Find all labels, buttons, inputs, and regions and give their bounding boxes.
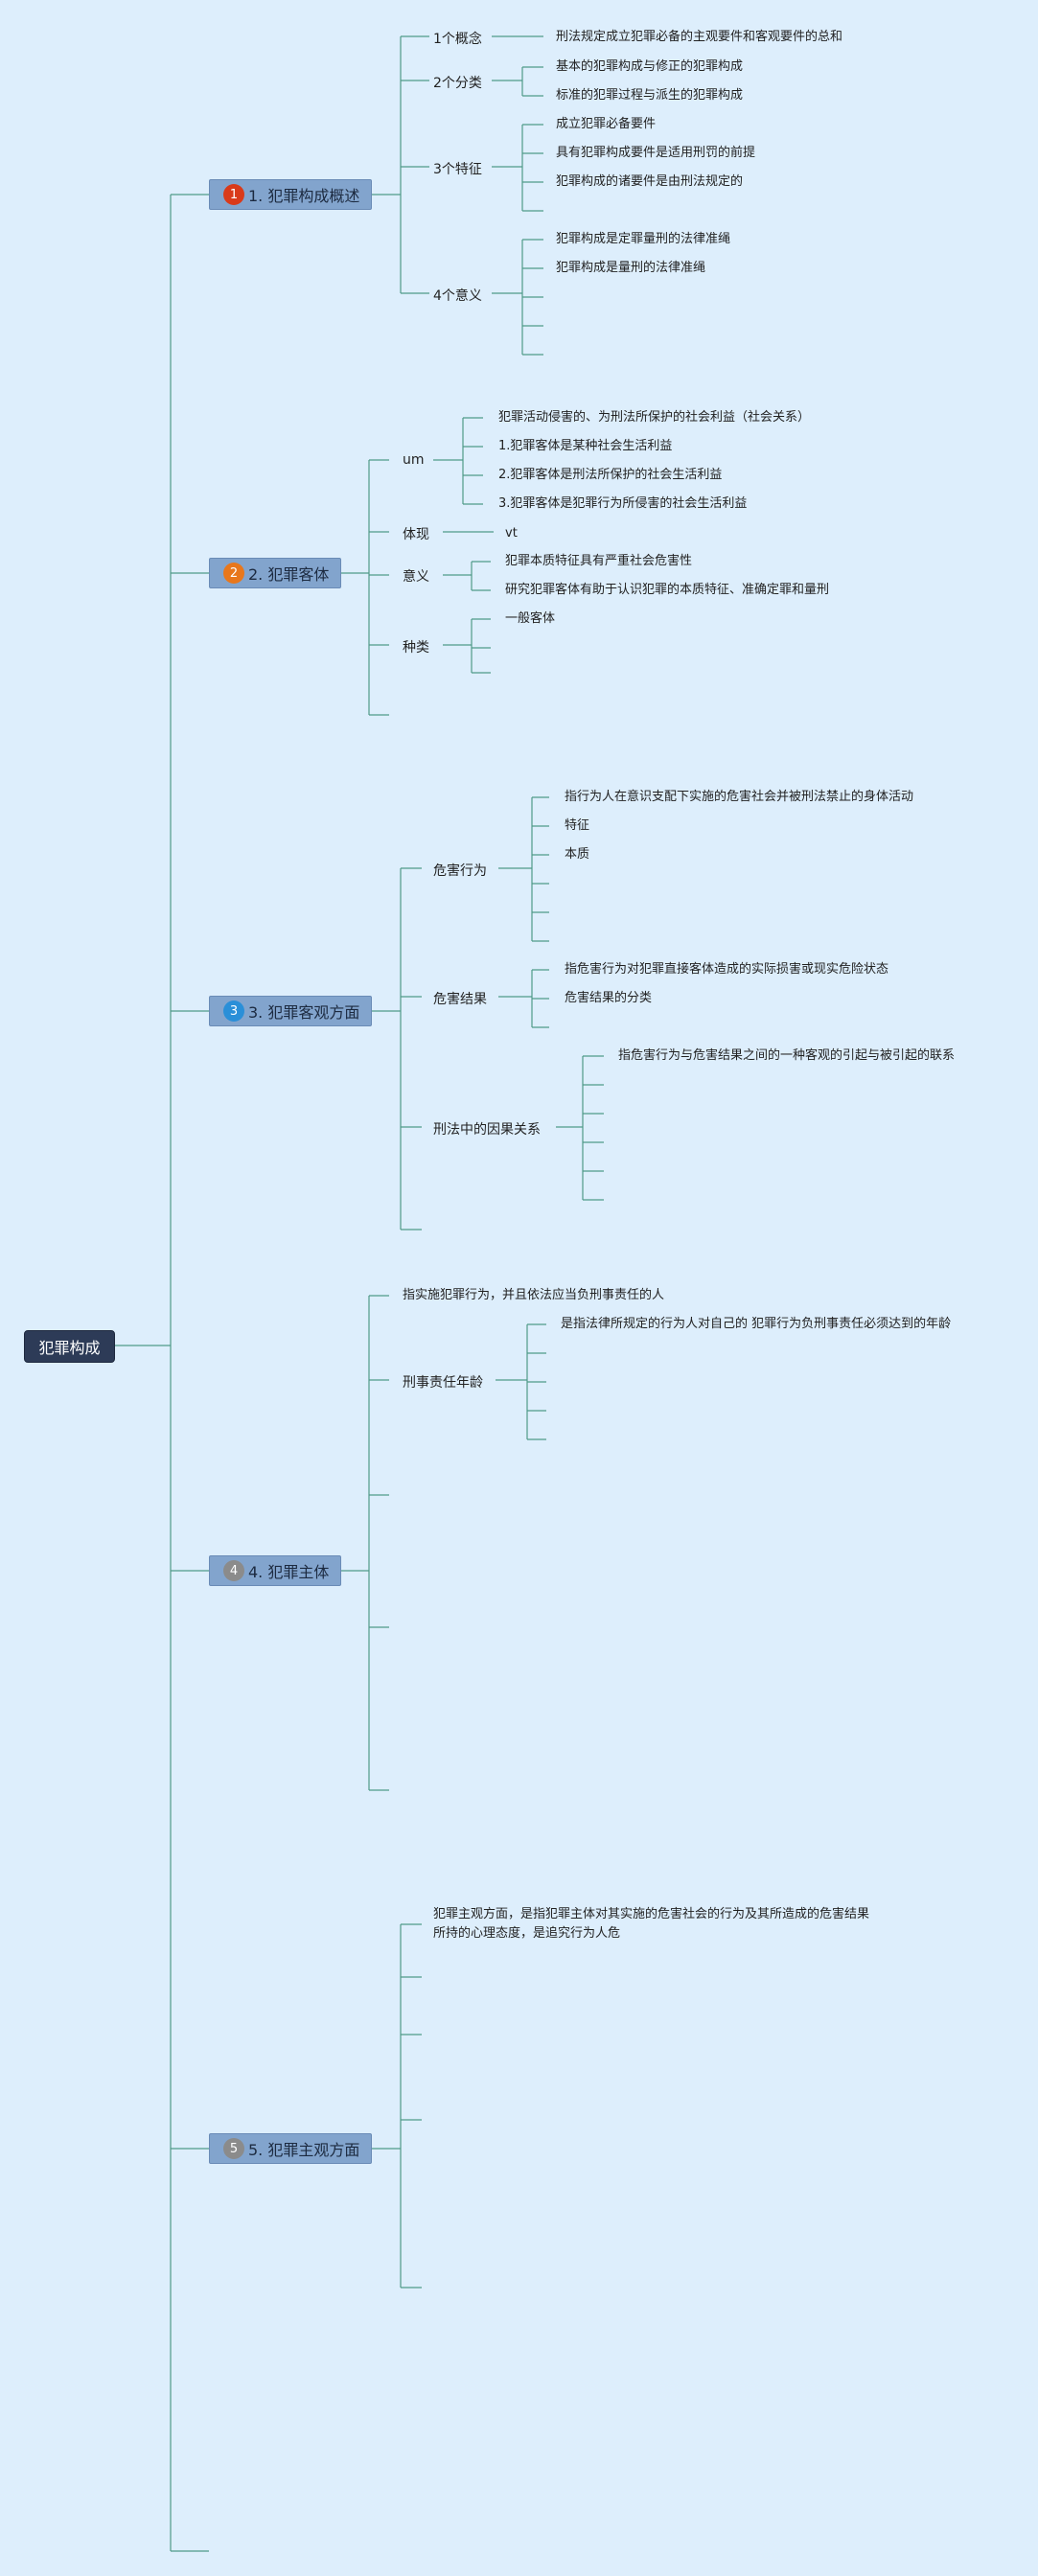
number-3-icon: 3 bbox=[223, 1000, 244, 1022]
category-item[interactable]: 基本的犯罪构成与修正的犯罪构成 bbox=[556, 59, 744, 74]
concept-text[interactable]: 刑法规定成立犯罪必备的主观要件和客观要件的总和 bbox=[556, 30, 843, 44]
number-5-icon: 5 bbox=[223, 2138, 244, 2159]
result-label[interactable]: 危害结果 bbox=[433, 992, 487, 1007]
branch-label: 3. 犯罪客观方面 bbox=[248, 1003, 360, 1022]
age-label[interactable]: 刑事责任年龄 bbox=[403, 1375, 483, 1391]
act-label[interactable]: 危害行为 bbox=[433, 863, 487, 879]
branch-objective[interactable]: 3 3. 犯罪客观方面 bbox=[209, 996, 372, 1026]
um-item[interactable]: 2.犯罪客体是刑法所保护的社会生活利益 bbox=[498, 468, 723, 482]
number-4-icon: 4 bbox=[223, 1560, 244, 1581]
um-item[interactable]: 犯罪活动侵害的、为刑法所保护的社会利益（社会关系） bbox=[498, 410, 811, 425]
feature-item[interactable]: 成立犯罪必备要件 bbox=[556, 117, 657, 131]
act-item[interactable]: 指行为人在意识支配下实施的危害社会并被刑法禁止的身体活动 bbox=[565, 790, 914, 804]
branch-label: 4. 犯罪主体 bbox=[248, 1563, 330, 1581]
subjective-definition[interactable]: 犯罪主观方面，是指犯罪主体对其实施的危害社会的行为及其所造成的危害结果 bbox=[433, 1907, 870, 1921]
causal-label[interactable]: 刑法中的因果关系 bbox=[433, 1122, 541, 1138]
feature-item[interactable]: 犯罪构成的诸要件是由刑法规定的 bbox=[556, 174, 744, 189]
causal-item[interactable]: 指危害行为与危害结果之间的一种客观的引起与被引起的联系 bbox=[618, 1048, 956, 1063]
result-item[interactable]: 危害结果的分类 bbox=[565, 991, 653, 1005]
act-item[interactable]: 本质 bbox=[565, 847, 590, 862]
zhonglei-label[interactable]: 种类 bbox=[403, 640, 429, 656]
branch-label: 1. 犯罪构成概述 bbox=[248, 187, 360, 205]
yiyi-item[interactable]: 研究犯罪客体有助于认识犯罪的本质特征、准确定罪和量刑 bbox=[505, 583, 830, 597]
concept-label[interactable]: 1个概念 bbox=[433, 32, 482, 47]
branch-subjective[interactable]: 5 5. 犯罪主观方面 bbox=[209, 2133, 372, 2164]
branch-object[interactable]: 2 2. 犯罪客体 bbox=[209, 558, 341, 588]
branch-label: 5. 犯罪主观方面 bbox=[248, 2141, 360, 2159]
result-item[interactable]: 指危害行为对犯罪直接客体造成的实际损害或现实危险状态 bbox=[565, 962, 889, 977]
branch-subject[interactable]: 4 4. 犯罪主体 bbox=[209, 1555, 341, 1586]
number-2-icon: 2 bbox=[223, 563, 244, 584]
branch-overview[interactable]: 1 1. 犯罪构成概述 bbox=[209, 179, 372, 210]
tixian-label[interactable]: 体现 bbox=[403, 527, 429, 542]
root-node[interactable]: 犯罪构成 bbox=[24, 1330, 115, 1363]
feature-item[interactable]: 具有犯罪构成要件是适用刑罚的前提 bbox=[556, 146, 756, 160]
um-item[interactable]: 1.犯罪客体是某种社会生活利益 bbox=[498, 439, 673, 453]
number-1-icon: 1 bbox=[223, 184, 244, 205]
branch-label: 2. 犯罪客体 bbox=[248, 565, 330, 584]
category-label[interactable]: 2个分类 bbox=[433, 76, 482, 91]
act-item[interactable]: 特征 bbox=[565, 818, 590, 833]
yiyi-item[interactable]: 犯罪本质特征具有严重社会危害性 bbox=[505, 554, 693, 568]
tixian-text[interactable]: vt bbox=[505, 526, 518, 540]
meaning-label[interactable]: 4个意义 bbox=[433, 288, 482, 304]
age-item[interactable]: 是指法律所规定的行为人对自己的 犯罪行为负刑事责任必须达到的年龄 bbox=[561, 1317, 952, 1331]
meaning-item[interactable]: 犯罪构成是量刑的法律准绳 bbox=[556, 261, 706, 275]
zhonglei-item[interactable]: 一般客体 bbox=[505, 611, 556, 626]
um-item[interactable]: 3.犯罪客体是犯罪行为所侵害的社会生活利益 bbox=[498, 496, 748, 511]
meaning-item[interactable]: 犯罪构成是定罪量刑的法律准绳 bbox=[556, 232, 731, 246]
subject-definition[interactable]: 指实施犯罪行为，并且依法应当负刑事责任的人 bbox=[403, 1288, 665, 1302]
category-item[interactable]: 标准的犯罪过程与派生的犯罪构成 bbox=[556, 88, 744, 103]
feature-label[interactable]: 3个特征 bbox=[433, 162, 482, 177]
yiyi-label[interactable]: 意义 bbox=[403, 569, 429, 585]
subjective-definition-cont[interactable]: 所持的心理态度，是追究行为人危 bbox=[433, 1926, 621, 1941]
um-label[interactable]: um bbox=[403, 452, 425, 468]
